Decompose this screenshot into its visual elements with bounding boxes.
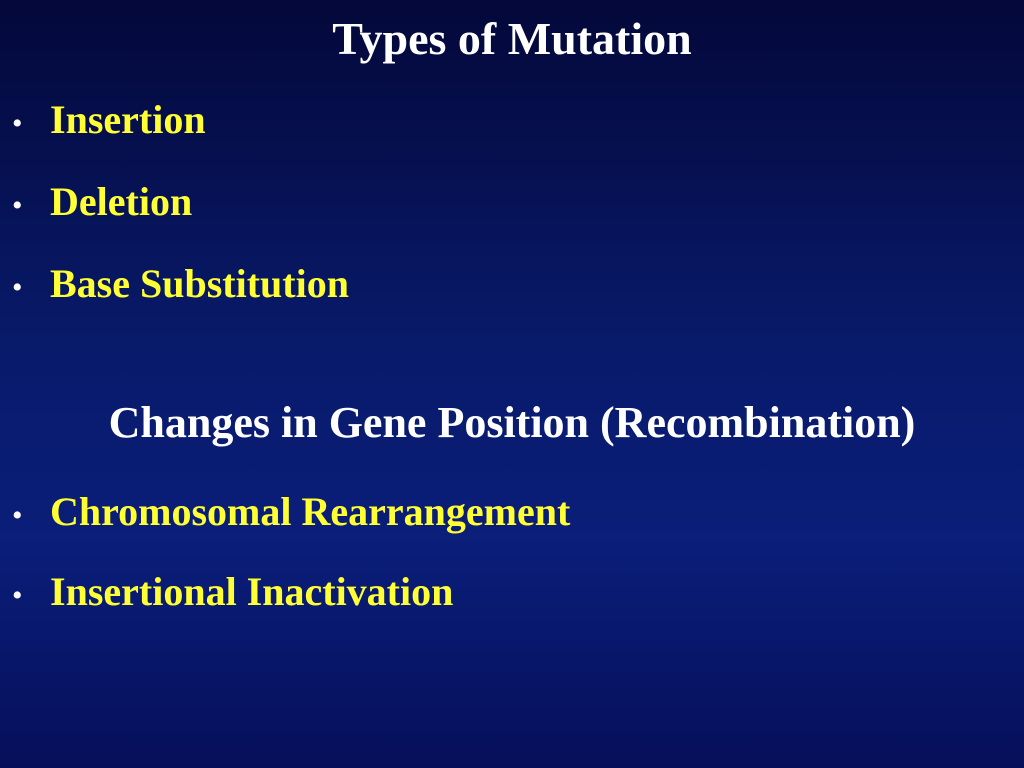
list-item: • Insertional Inactivation <box>12 568 570 648</box>
section-heading: Changes in Gene Position (Recombination) <box>108 398 916 447</box>
recombination-list: • Chromosomal Rearrangement • Insertiona… <box>12 488 570 648</box>
list-item-label: Deletion <box>50 179 193 224</box>
list-item: • Chromosomal Rearrangement <box>12 488 570 568</box>
bullet-icon: • <box>12 107 23 140</box>
list-item: • Deletion <box>12 178 349 260</box>
list-item-label: Insertional Inactivation <box>50 569 454 614</box>
bullet-icon: • <box>12 271 23 304</box>
bullet-icon: • <box>12 579 23 612</box>
list-item-label: Base Substitution <box>50 261 349 306</box>
list-item: • Base Substitution <box>12 260 349 342</box>
list-item: • Insertion <box>12 96 349 178</box>
bullet-icon: • <box>12 189 23 222</box>
slide-title: Types of Mutation <box>332 13 692 64</box>
mutation-types-list: • Insertion • Deletion • Base Substituti… <box>12 96 349 342</box>
list-item-label: Insertion <box>50 97 206 142</box>
list-item-label: Chromosomal Rearrangement <box>50 489 571 534</box>
bullet-icon: • <box>12 499 23 532</box>
